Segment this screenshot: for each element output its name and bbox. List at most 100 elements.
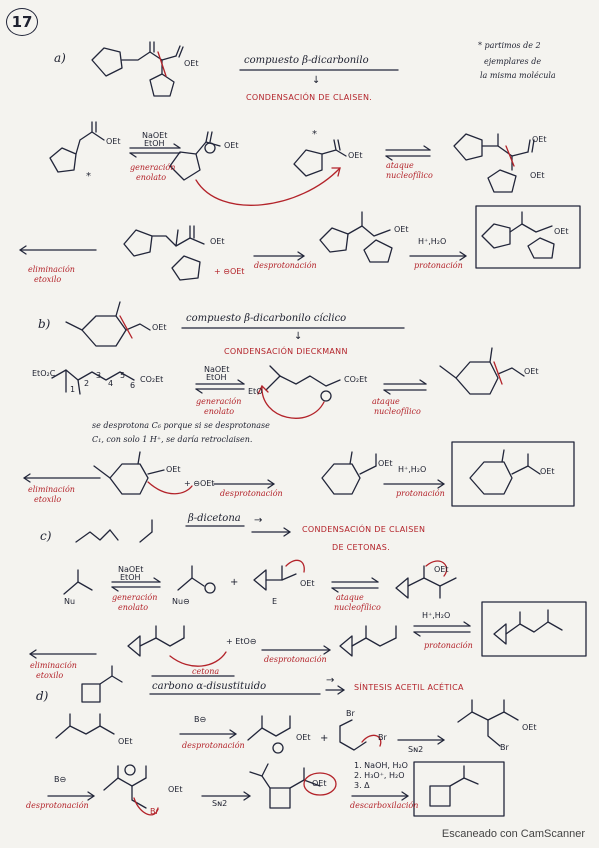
b-reagent-2: EtOH <box>206 373 227 382</box>
d-condition-3: 3. Δ <box>354 781 370 790</box>
b-label: b) <box>38 317 51 331</box>
a-enolate <box>169 131 341 206</box>
b-oet-5: OEt <box>540 467 555 476</box>
c-ethoxide: + EtO⊖ <box>226 637 257 646</box>
a-reagent-arrow <box>129 143 181 158</box>
a-step1-line2: enolato <box>136 173 167 182</box>
b-note-line1: se desprotona C₆ porque si se desprotona… <box>92 421 270 430</box>
c-final-product <box>493 609 563 645</box>
a-step2-line2: nucleofílico <box>386 171 433 180</box>
c-nu-1: Nu <box>64 597 76 606</box>
d-oet-4: OEt <box>168 785 183 794</box>
c-step4: desprotonación <box>264 655 327 664</box>
d-base-2: B⊖ <box>54 775 67 784</box>
d-second-enolate <box>103 764 159 816</box>
c-reagent-arrow <box>111 577 161 592</box>
a-reagent-1: NaOEt <box>142 131 168 140</box>
b-reaction-name: CONDENSACIÓN DIECKMANN <box>224 347 348 356</box>
a-oet-4: OEt <box>348 151 363 160</box>
b-reagent-arrow <box>195 379 245 394</box>
a-step3-line2: etoxilo <box>34 275 62 284</box>
a-step5: protonación <box>414 261 463 270</box>
b-ring-number-5: 5 <box>120 371 126 380</box>
a-product-reagent: H⁺,H₂O <box>418 237 447 246</box>
b-product-box <box>451 441 575 507</box>
b-step1-line2: enolato <box>204 407 235 416</box>
c-reaction-line1: CONDENSACIÓN DE CLAISEN <box>302 525 426 534</box>
d-br-2: Br <box>378 733 387 742</box>
b-co2et-2: CO₂Et <box>344 375 368 384</box>
d-product-box <box>413 761 505 817</box>
d-oet-5: OEt <box>312 779 327 788</box>
c-oet-2: OEt <box>434 565 449 574</box>
a-note-line-1: * partimos de 2 <box>478 41 541 50</box>
c-reagent-2: EtOH <box>120 573 141 582</box>
c-nu-2: Nu⊖ <box>172 597 190 606</box>
d-dibromide <box>339 719 382 751</box>
b-step4: desprotonación <box>220 489 283 498</box>
a-oet-7: OEt <box>210 237 225 246</box>
a-oet-3: OEt <box>224 141 239 150</box>
b-step5: protonación <box>396 489 445 498</box>
d-oet-1: OEt <box>118 737 133 746</box>
c-product-reagent: H⁺,H₂O <box>422 611 451 620</box>
c-enolate <box>177 565 216 594</box>
d-br-1: Br <box>346 709 355 718</box>
b-ring-number-4: 4 <box>108 379 114 388</box>
d-label: d) <box>36 689 49 703</box>
b-step2-line1: ataque <box>372 397 400 406</box>
b-reagent-1: NaOEt <box>204 365 230 374</box>
d-oet-2: OEt <box>296 733 311 742</box>
a-enolate-product <box>319 211 393 263</box>
d-base-1: B⊖ <box>194 715 207 724</box>
d-plus: + <box>320 733 329 744</box>
b-cyclic-diketone <box>93 451 193 495</box>
c-ketone <box>75 519 153 543</box>
c-title-arrow: → <box>254 515 263 526</box>
d-step4: Sɴ2 <box>212 799 228 808</box>
scanner-footer: Escaneado con CamScanner <box>441 828 585 840</box>
c-acetone <box>63 569 93 595</box>
b-ethoxide: + ⊖OEt <box>184 479 215 488</box>
a-star-2: * <box>312 129 317 140</box>
a-step4: desprotonación <box>254 261 317 270</box>
c-step5: protonación <box>424 641 473 650</box>
d-title: carbono α-disustituido <box>152 681 267 692</box>
b-ring-number-1: 1 <box>70 385 76 394</box>
a-oet-1: OEt <box>184 59 199 68</box>
b-product-reagent: H⁺,H₂O <box>398 465 427 474</box>
problem-number-circle: 17 <box>6 8 38 36</box>
c-step3-line2: etoxilo <box>36 671 64 680</box>
c-plus: + <box>230 577 239 588</box>
b-equilibrium-arrow <box>383 379 427 395</box>
a-step1-line1: generación <box>130 163 176 172</box>
b-step3-line2: etoxilo <box>34 495 62 504</box>
problem-number: 17 <box>11 13 33 31</box>
a-note-line-2: ejemplares de <box>484 57 542 66</box>
a-star-1: * <box>86 171 91 182</box>
a-title: compuesto β-dicarbonilo <box>244 55 369 66</box>
a-ester-monomer <box>49 121 105 173</box>
b-step2-line2: nucleofílico <box>374 407 421 416</box>
a-product-box <box>475 205 581 269</box>
c-reaction-line2: DE CETONAS. <box>332 543 390 552</box>
d-condition-2: 2. H₃O⁺, H₂O <box>354 771 405 780</box>
a-diketoester <box>123 225 205 281</box>
b-step3-line1: eliminación <box>28 485 75 494</box>
d-cyclobutane-ketoester <box>249 763 337 809</box>
a-ethoxide: + ⊖OEt <box>214 267 245 276</box>
b-ring-number-2: 2 <box>84 379 90 388</box>
b-enolate-chain <box>257 365 341 419</box>
b-cyclic-intermediate <box>439 347 525 395</box>
d-reaction-name: SÍNTESIS ACETIL ACÉTICA <box>354 683 464 692</box>
c-reagent-1: NaOEt <box>118 565 144 574</box>
b-oet-2: OEt <box>524 367 539 376</box>
c-title: β-dicetona <box>188 513 241 524</box>
b-co2et-1: CO₂Et <box>140 375 164 384</box>
b-ring-number-6: 6 <box>130 381 136 390</box>
c-step1-line1: generación <box>112 593 158 602</box>
a-oet-6: OEt <box>530 171 545 180</box>
d-step1: desprotonación <box>182 741 245 750</box>
